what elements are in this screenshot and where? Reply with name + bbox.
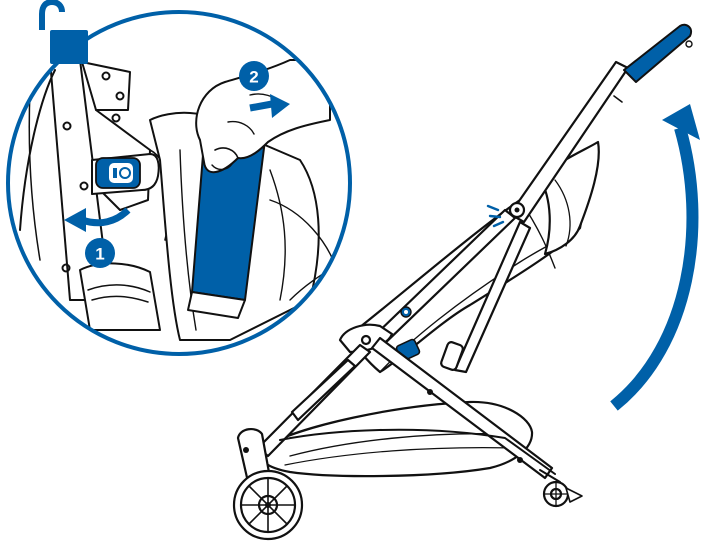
step-1-badge: 1 (85, 238, 115, 268)
step-2-number: 2 (249, 68, 258, 87)
fold-release-icon (96, 158, 140, 188)
stroller-rear-wheel (234, 471, 302, 539)
step-1-number: 1 (95, 245, 104, 264)
padlock-open-icon (42, 2, 88, 64)
step-2-badge: 2 (239, 61, 269, 91)
stroller-handle-grip (624, 25, 691, 82)
large-curved-arrow-up-icon (614, 104, 700, 406)
